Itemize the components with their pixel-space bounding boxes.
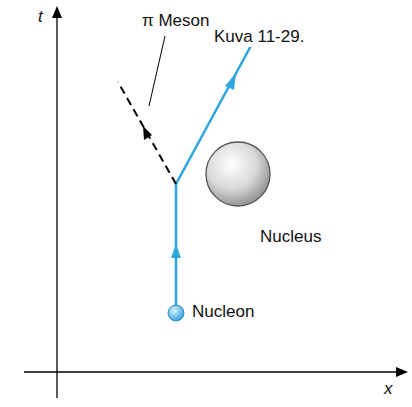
figure-number: Kuva 11-29. <box>212 28 306 47</box>
nucleon-dot <box>168 305 184 321</box>
axis-label: t <box>36 8 45 27</box>
meson-arrowhead <box>143 126 152 140</box>
part-label: Nucleon <box>190 303 256 322</box>
callout-label: π Meson <box>140 12 211 31</box>
axis-label: x <box>382 380 395 399</box>
worldline-arrowhead <box>171 244 181 258</box>
worldline-arrowhead <box>225 73 236 90</box>
part-label: Nucleus <box>258 228 323 247</box>
meson-worldline <box>118 82 176 184</box>
axis-arrowhead <box>396 367 408 377</box>
axes <box>24 14 400 398</box>
leader-line <box>149 36 165 106</box>
nucleon-worldline <box>176 42 253 312</box>
axis-arrowhead <box>52 6 62 18</box>
nucleus-sphere <box>206 142 270 206</box>
